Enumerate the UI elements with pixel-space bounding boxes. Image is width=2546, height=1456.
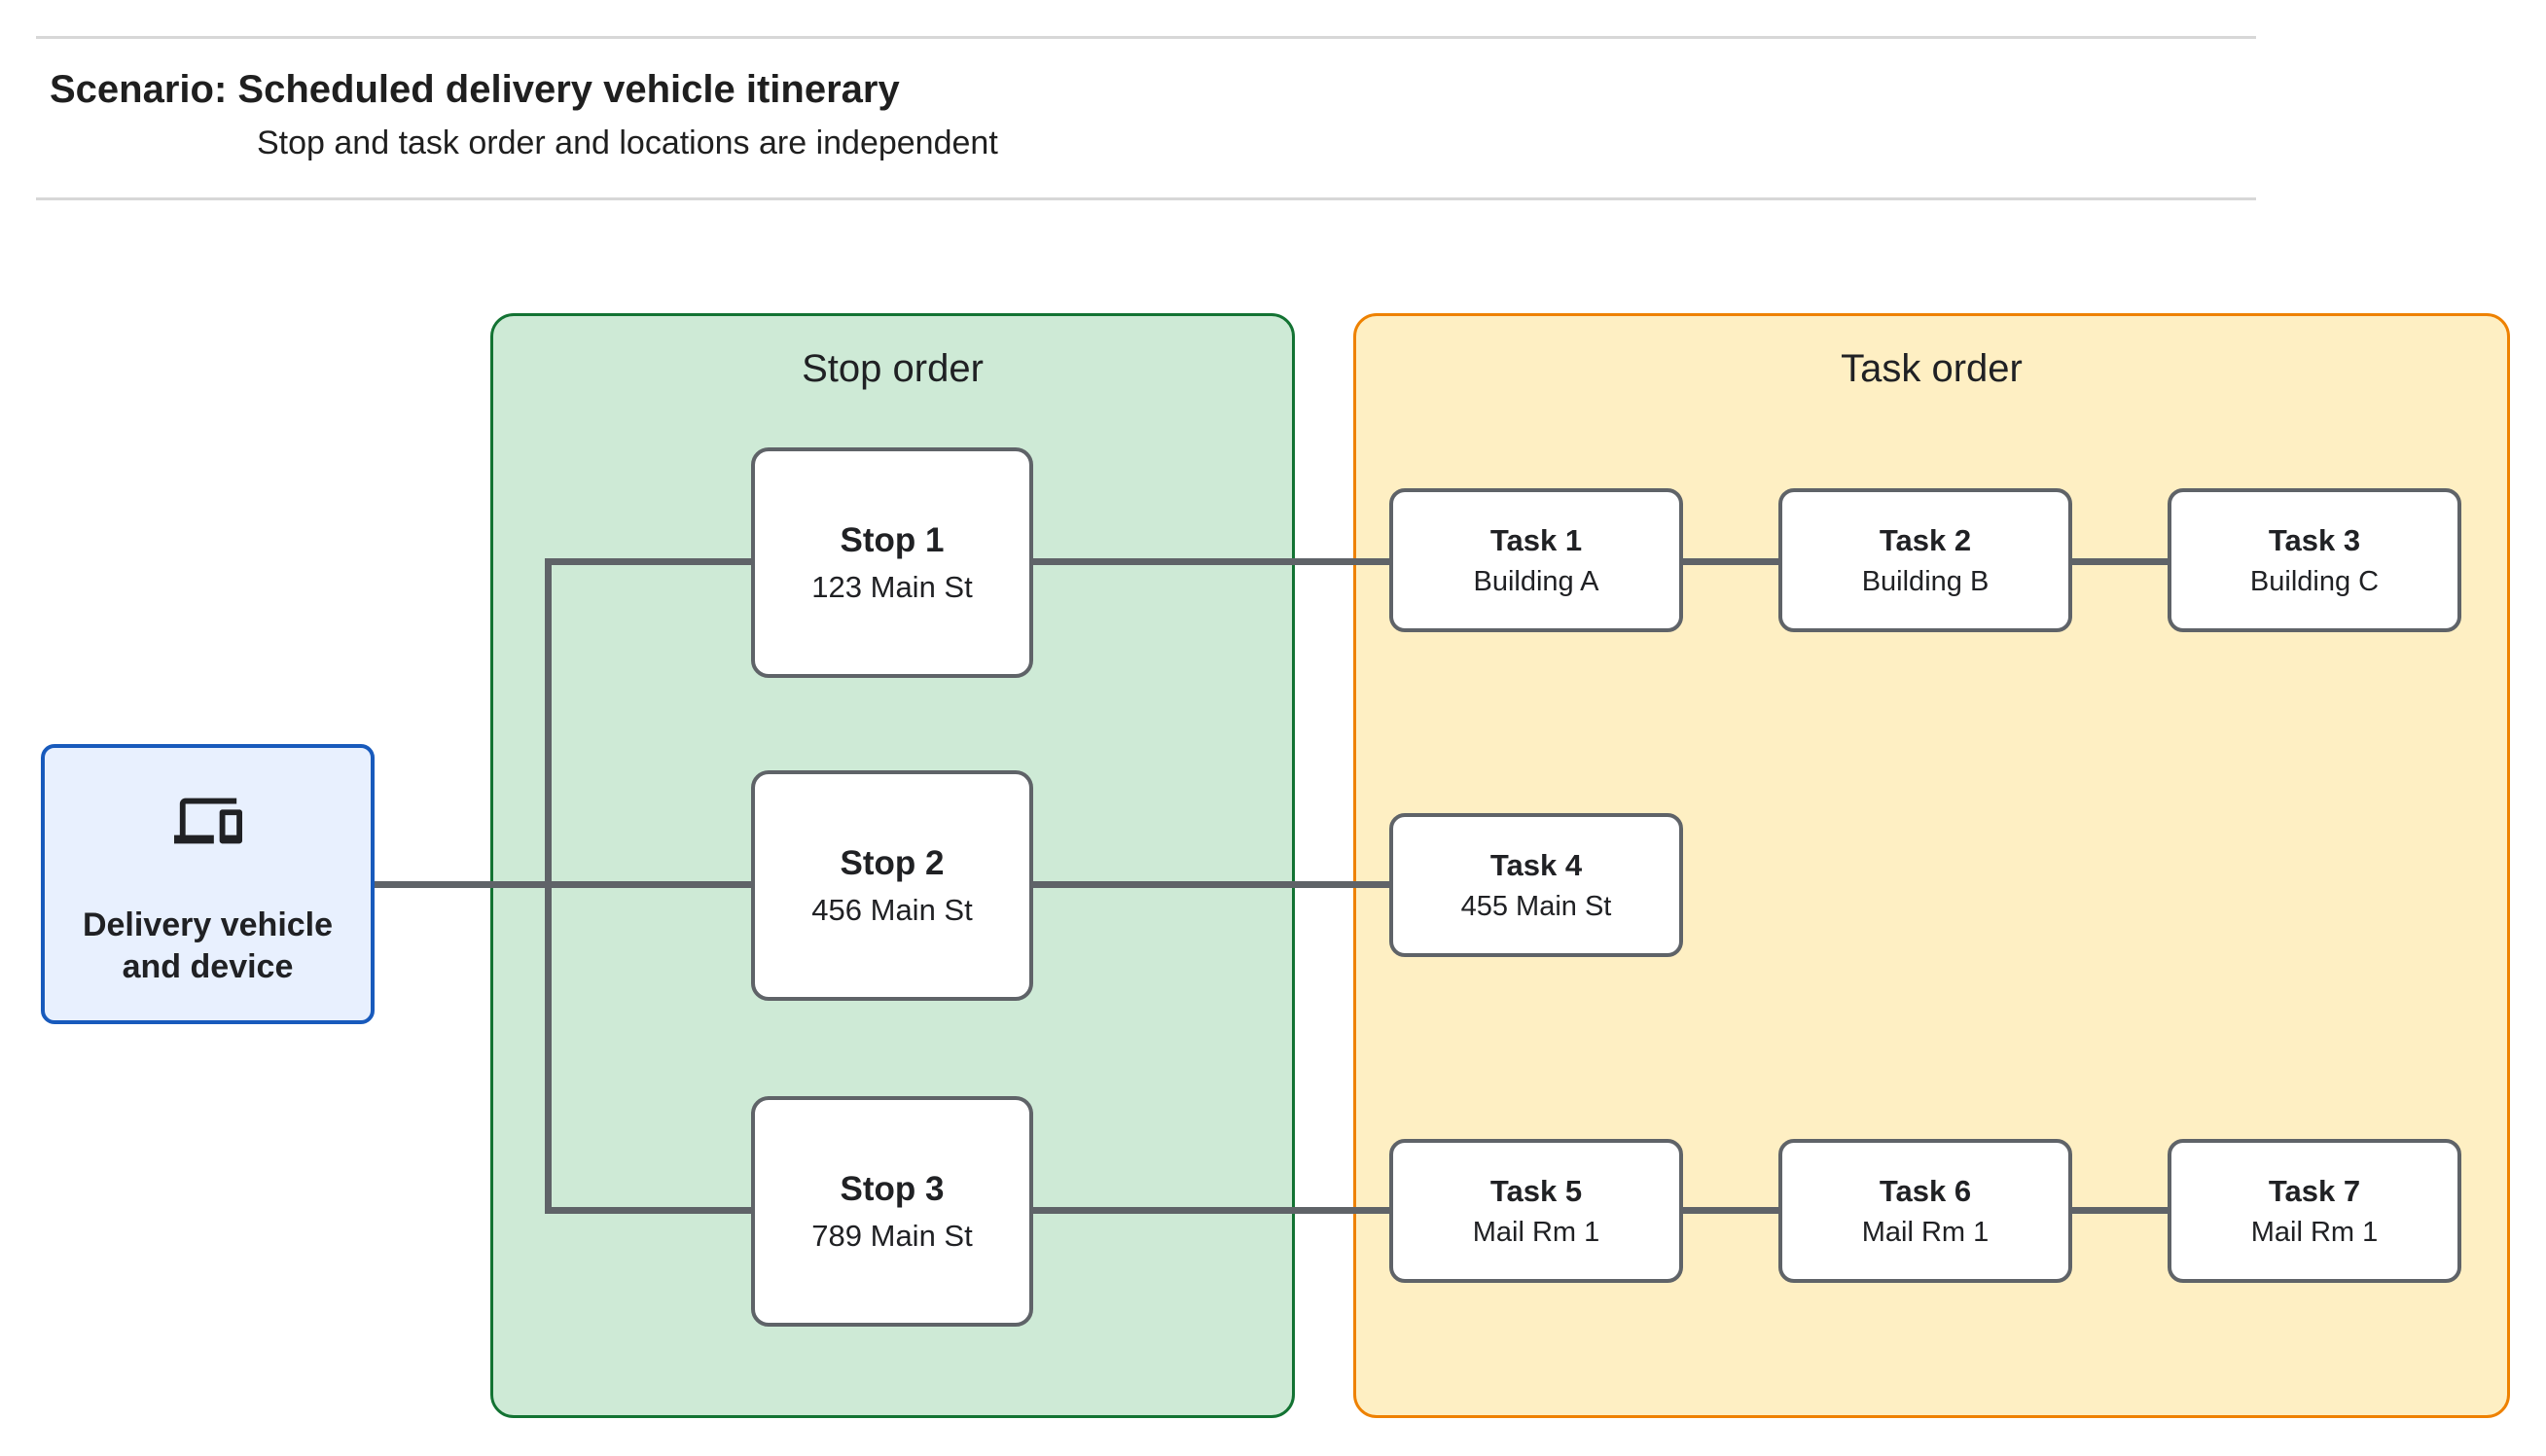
task-3-node: Task 3 Building C [2168, 488, 2461, 632]
task-3-title: Task 3 [2268, 522, 2361, 557]
stop-3-title: Stop 3 [840, 1169, 945, 1208]
stop-1-node: Stop 1 123 Main St [751, 447, 1033, 678]
connector-branch-to-stop3 [545, 1207, 751, 1214]
task-1-node: Task 1 Building A [1389, 488, 1683, 632]
task-4-title: Task 4 [1489, 847, 1583, 882]
task-3-location: Building C [2249, 565, 2380, 597]
page-title-prefix: Scenario: [50, 68, 228, 111]
connector-stop1-to-task1 [1033, 558, 1389, 565]
task-order-panel-label: Task order [1841, 347, 2023, 390]
stop-3-node: Stop 3 789 Main St [751, 1096, 1033, 1327]
task-6-title: Task 6 [1879, 1173, 1972, 1208]
task-6-node: Task 6 Mail Rm 1 [1778, 1139, 2072, 1283]
task-7-title: Task 7 [2268, 1173, 2361, 1208]
top-divider [36, 36, 2256, 39]
delivery-vehicle-label: Delivery vehicle and device [83, 905, 333, 987]
connector-source-to-stop2 [375, 881, 751, 888]
devices-icon [167, 787, 249, 860]
task-1-title: Task 1 [1489, 522, 1583, 557]
connector-task5-to-task6 [1683, 1207, 1778, 1214]
connector-task2-to-task3 [2072, 558, 2168, 565]
page-subtitle: Stop and task order and locations are in… [257, 124, 998, 161]
task-7-node: Task 7 Mail Rm 1 [2168, 1139, 2461, 1283]
connector-stop3-to-task5 [1033, 1207, 1389, 1214]
task-7-location: Mail Rm 1 [2250, 1216, 2379, 1248]
task-5-node: Task 5 Mail Rm 1 [1389, 1139, 1683, 1283]
delivery-vehicle-label-line1: Delivery vehicle [82, 906, 334, 943]
stop-2-location: 456 Main St [811, 892, 973, 927]
stop-1-location: 123 Main St [811, 569, 973, 604]
delivery-vehicle-node: Delivery vehicle and device [41, 744, 375, 1024]
task-5-title: Task 5 [1489, 1173, 1583, 1208]
stop-3-location: 789 Main St [811, 1218, 973, 1253]
task-2-node: Task 2 Building B [1778, 488, 2072, 632]
page-title-main: Scheduled delivery vehicle itinerary [227, 68, 900, 111]
task-2-location: Building B [1861, 565, 1990, 597]
stop-order-panel-label: Stop order [802, 347, 984, 390]
header-divider [36, 197, 2256, 200]
stop-2-title: Stop 2 [840, 843, 945, 882]
connector-task1-to-task2 [1683, 558, 1778, 565]
task-6-location: Mail Rm 1 [1861, 1216, 1990, 1248]
connector-stop2-to-task4 [1033, 881, 1389, 888]
task-4-location: 455 Main St [1460, 890, 1612, 922]
stop-1-title: Stop 1 [840, 520, 945, 559]
delivery-vehicle-label-line2: and device [122, 947, 294, 985]
task-5-location: Mail Rm 1 [1472, 1216, 1600, 1248]
task-1-location: Building A [1473, 565, 1599, 597]
task-2-title: Task 2 [1879, 522, 1972, 557]
page-title: Scenario: Scheduled delivery vehicle iti… [50, 68, 900, 112]
task-4-node: Task 4 455 Main St [1389, 813, 1683, 957]
stop-2-node: Stop 2 456 Main St [751, 770, 1033, 1001]
connector-task6-to-task7 [2072, 1207, 2168, 1214]
connector-branch-to-stop1 [545, 558, 751, 565]
